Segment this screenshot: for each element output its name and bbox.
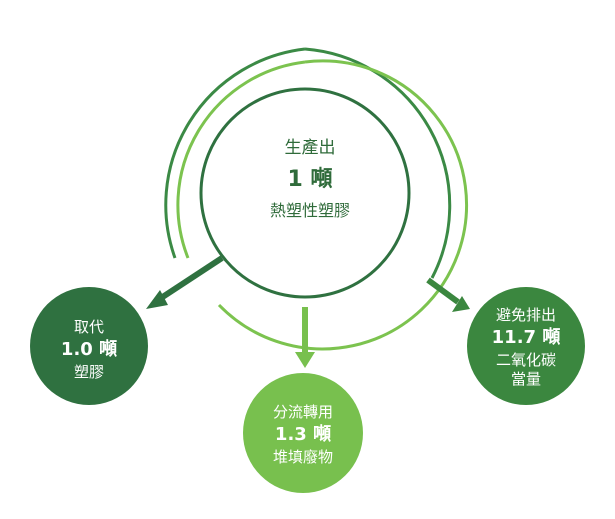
left-line3: 塑膠 — [73, 363, 104, 381]
right-line1: 避免排出 — [495, 306, 556, 324]
arrowhead-right — [452, 296, 470, 312]
arrowhead-bottom — [295, 352, 315, 368]
outer-ring-arc — [304, 47, 452, 279]
right-line4: 當量 — [510, 370, 541, 388]
left-line1: 取代 — [73, 318, 104, 336]
connector-left — [156, 255, 224, 303]
center-label: 生產出 1 噸 熱塑性塑膠 — [230, 140, 390, 219]
left-line2: 1.0 噸 — [60, 339, 118, 360]
connector-right — [426, 277, 460, 305]
bubble-avoid-emissions — [467, 287, 585, 405]
inner-ring — [199, 87, 411, 299]
center-line1: 生產出 — [284, 138, 336, 158]
right-line2: 11.7 噸 — [491, 327, 561, 348]
outer-ring-arc-left — [164, 47, 306, 259]
right-line3: 二氧化碳 — [495, 351, 556, 369]
bottom-line2: 1.3 噸 — [274, 424, 332, 445]
bubble-divert-landfill — [243, 373, 363, 493]
bubble-avoid-emissions-text: 避免排出 11.7 噸 二氧化碳 當量 — [467, 308, 585, 387]
bubble-divert-landfill-text: 分流轉用 1.3 噸 堆填廢物 — [243, 405, 363, 469]
middle-ring-arc-left — [176, 60, 306, 259]
center-line3: 熱塑性塑膠 — [269, 201, 350, 220]
bottom-line3: 堆填廢物 — [272, 448, 333, 466]
bubble-replace-plastic-text: 取代 1.0 噸 塑膠 — [30, 320, 148, 384]
middle-ring-arc — [217, 59, 468, 351]
center-line2: 1 噸 — [287, 167, 333, 192]
bubble-replace-plastic — [30, 287, 148, 405]
bottom-line1: 分流轉用 — [272, 403, 333, 421]
arrowhead-left — [146, 290, 168, 309]
